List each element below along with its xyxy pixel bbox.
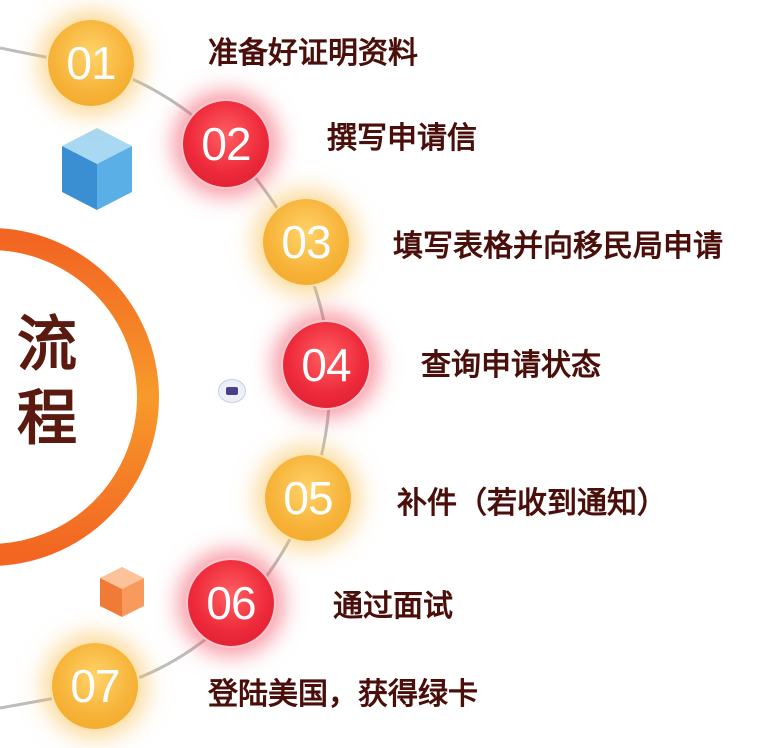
step-circle-04: 04 bbox=[283, 322, 369, 408]
process-title: 流程 bbox=[17, 310, 77, 454]
step-circle-01: 01 bbox=[48, 20, 134, 106]
step-label-03: 填写表格并向移民局申请 bbox=[393, 229, 723, 264]
step-label-05: 补件（若收到通知） bbox=[397, 486, 667, 521]
step-circle-05: 05 bbox=[265, 455, 351, 541]
step-circle-06: 06 bbox=[188, 560, 274, 646]
step-label-01: 准备好证明资料 bbox=[208, 36, 418, 71]
title-ring bbox=[0, 228, 159, 566]
step-circle-02: 02 bbox=[183, 101, 269, 187]
step-circle-07: 07 bbox=[52, 643, 138, 729]
step-label-07: 登陆美国，获得绿卡 bbox=[208, 677, 478, 712]
blue-cube-icon bbox=[62, 128, 132, 210]
step-label-06: 通过面试 bbox=[333, 589, 453, 624]
logo-icon bbox=[218, 379, 246, 403]
step-label-04: 查询申请状态 bbox=[421, 348, 601, 383]
orange-cube-icon bbox=[100, 567, 144, 617]
step-label-02: 撰写申请信 bbox=[327, 121, 477, 156]
step-circle-03: 03 bbox=[263, 199, 349, 285]
